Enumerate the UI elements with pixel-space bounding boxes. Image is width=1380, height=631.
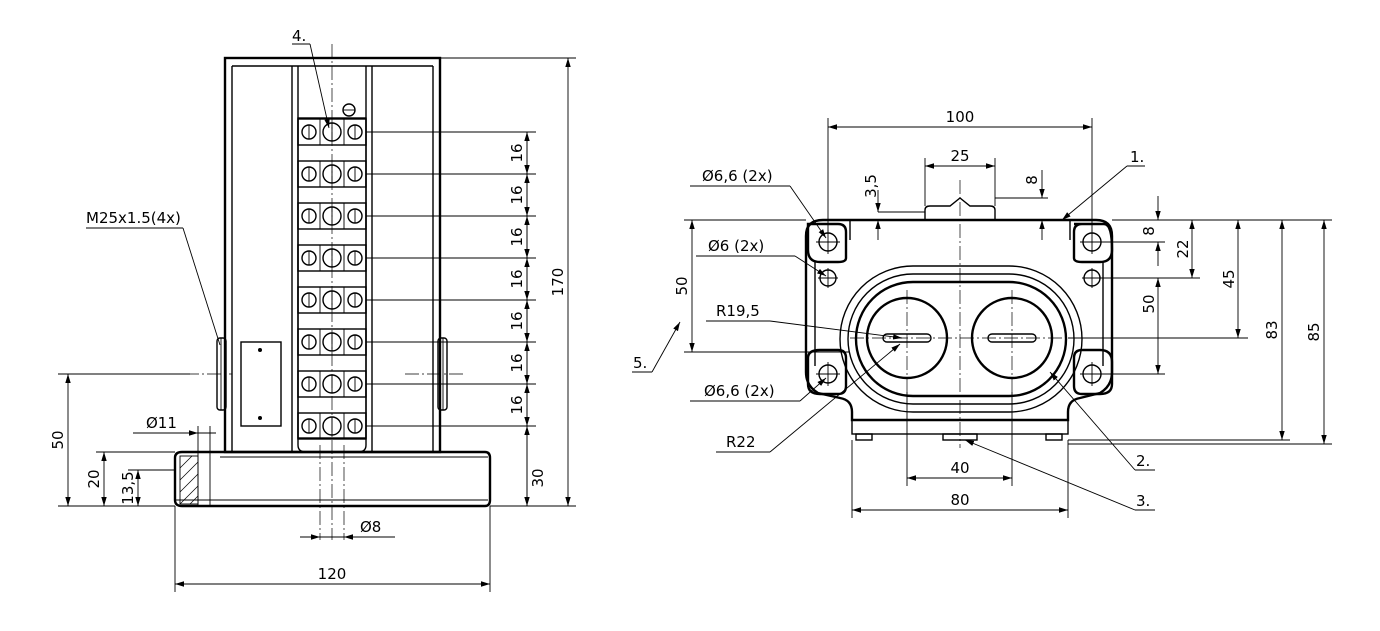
pitch-dimensions: 16 16 16 16 16 16 16 30 [366,131,547,506]
dim-50-left: 50 [673,276,691,295]
dim-30: 30 [529,468,547,487]
dim-8-top: 8 [1023,175,1041,185]
label-r19-5: R19,5 [716,302,760,320]
dim-25: 25 [950,147,969,165]
dim-22: 22 [1174,239,1192,258]
callout-4: 4. [292,27,306,45]
dim-16: 16 [508,269,526,288]
dim-phi11: Ø11 [146,414,177,432]
dim-20: 20 [85,469,103,488]
dim-120: 120 [318,565,347,583]
callout-2: 2. [1136,452,1150,470]
dim-16: 16 [508,185,526,204]
label-phi66-bottom: Ø6,6 (2x) [704,382,775,400]
dim-100: 100 [946,108,975,126]
callout-5: 5. [633,354,647,372]
dim-40: 40 [950,459,969,477]
dim-16: 16 [508,353,526,372]
label-phi6: Ø6 (2x) [708,237,764,255]
dim-3-5: 3,5 [862,174,880,198]
label-phi66-top: Ø6,6 (2x) [702,167,773,185]
callout-3: 3. [1136,492,1150,510]
dim-8-side: 8 [1140,226,1158,236]
dim-16: 16 [508,227,526,246]
front-view: 100 25 3,5 8 8 22 45 50 83 [632,108,1332,518]
hatch-section [179,455,199,505]
dim-83: 83 [1263,320,1281,339]
side-view: 16 16 16 16 16 16 16 30 170 50 20 13,5 Ø11 Ø8 [49,27,576,592]
dim-16: 16 [508,311,526,330]
label-plate [240,341,282,427]
dim-13-5: 13,5 [119,471,137,504]
callout-1: 1. [1130,148,1144,166]
dim-80: 80 [950,491,969,509]
dim-170: 170 [549,268,567,297]
dim-50-right: 50 [1140,294,1158,313]
base-plate [173,450,492,508]
dim-50-side: 50 [49,430,67,449]
dim-16: 16 [508,395,526,414]
oval-recess [839,265,1083,413]
label-r22: R22 [726,433,756,451]
dim-16: 16 [508,143,526,162]
dim-45: 45 [1220,269,1238,288]
thread-label: M25x1.5(4x) [86,209,181,227]
dim-phi8: Ø8 [360,518,381,536]
dim-85: 85 [1305,322,1323,341]
